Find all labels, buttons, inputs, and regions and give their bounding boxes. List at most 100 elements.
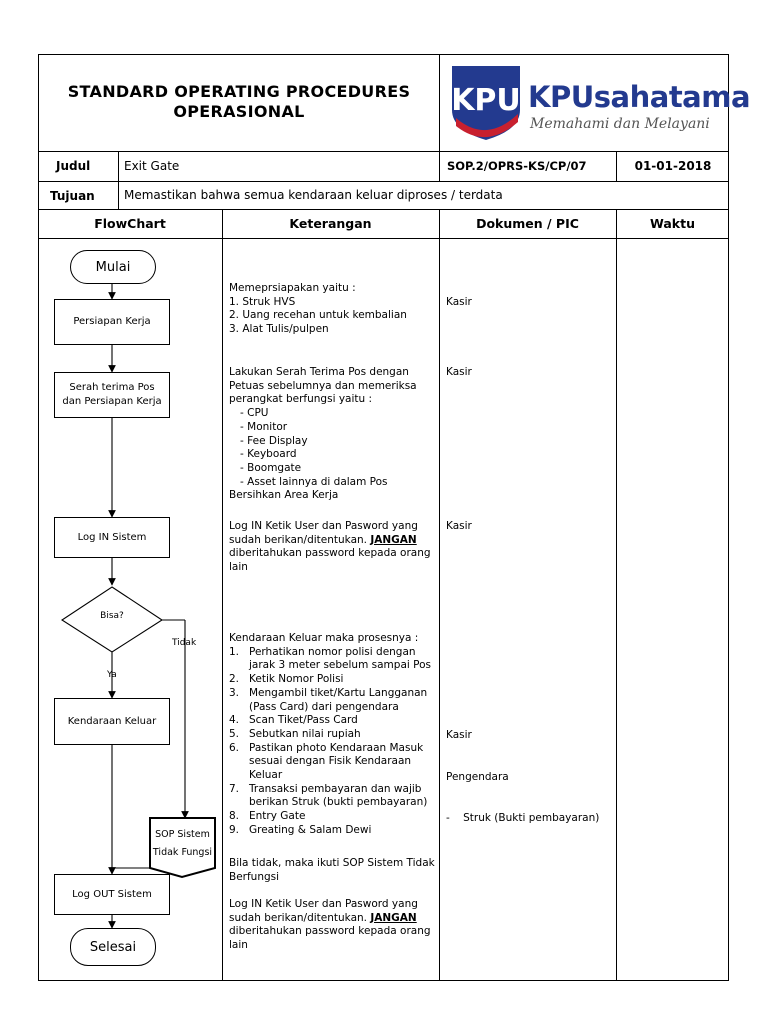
col-header-keterangan: Keterangan <box>289 216 372 231</box>
ket-s4-item-number: 5. <box>229 727 240 740</box>
judul-label: Judul <box>56 159 91 173</box>
judul-value: Exit Gate <box>124 159 180 173</box>
ket-s4-item-line: Perhatikan nomor polisi dengan <box>249 645 416 658</box>
decision-label: Bisa? <box>100 611 124 621</box>
row-divider <box>38 209 729 210</box>
ket-s4-item-line: Scan Tiket/Pass Card <box>249 714 358 727</box>
ket-s2-item: - Asset lainnya di dalam Pos <box>240 475 388 488</box>
ket-s4-item-number: 7. <box>229 782 240 795</box>
ket-s4-item: 2. Ketik Nomor Polisi <box>229 673 431 687</box>
ket-s6-line-4: lain <box>229 939 248 952</box>
ket-step-2: Lakukan Serah Terima Pos dengan Petuas s… <box>229 366 417 503</box>
ket-s4-item-number: 4. <box>229 714 240 727</box>
ket-s4-item-number: 8. <box>229 810 240 823</box>
ket-s2-item: - Boomgate <box>240 461 302 474</box>
flow-step-kendaraan-keluar: Kendaraan Keluar <box>54 698 170 745</box>
document-title: STANDARD OPERATING PROCEDURES OPERASIONA… <box>40 82 438 122</box>
title-line-2: OPERASIONAL <box>173 102 305 121</box>
ket-s4-item-line: Ketik Nomor Polisi <box>249 673 344 686</box>
col-header-waktu: Waktu <box>650 216 695 231</box>
ket-s4-item-number: 3. <box>229 686 240 699</box>
sop-table-frame <box>38 54 729 981</box>
sop-connector-label: SOP Sistem Tidak Fungsi <box>150 826 215 862</box>
ket-s2-item: - Monitor <box>240 420 288 433</box>
ket-s6-line-2: sudah berikan/ditentukan. JANGAN <box>229 911 417 924</box>
ket-step-1: Memeprsiapakan yaitu : 1. Struk HVS 2. U… <box>229 282 407 337</box>
ket-s2-item: - Keyboard <box>240 448 297 461</box>
ket-s2-tail: Bersihkan Area Kerja <box>229 489 339 502</box>
ket-s5-line-1: Bila tidak, maka ikuti SOP Sistem Tidak <box>229 857 435 869</box>
ket-s4-item-number: 2. <box>229 673 240 686</box>
row-divider <box>38 238 729 239</box>
col-divider <box>439 54 440 181</box>
ket-s1-item: 2. Uang recehan untuk kembalian <box>229 309 407 322</box>
flow-step-login: Log IN Sistem <box>54 517 170 558</box>
serah-line-1: Serah terima Pos <box>69 382 155 393</box>
sop-code: SOP.2/OPRS-KS/CP/07 <box>447 159 587 173</box>
kpu-logo-mark: KPU <box>451 66 521 140</box>
branch-label-ya: Ya <box>107 670 117 680</box>
ket-step-6: Log IN Ketik User dan Pasword yang sudah… <box>229 898 431 953</box>
ket-s4-item: 3.Mengambil tiket/Kartu Langganan(Pass C… <box>229 687 431 714</box>
ket-s4-item-line: Keluar <box>249 769 283 782</box>
logo-tagline: Memahami dan Melayani <box>530 116 710 132</box>
ket-s4-item-line: Transaksi pembayaran dan wajib <box>249 782 422 795</box>
ket-s3-line-1: Log IN Ketik User dan Pasword yang <box>229 520 418 532</box>
ket-s2-line: perangkat berfungsi yaitu : <box>229 393 373 406</box>
pic-s4-line-3: - Struk (Bukti pembayaran) <box>446 811 600 824</box>
ket-s6-line-1: Log IN Ketik User dan Pasword yang <box>229 898 418 910</box>
ket-s4-item-line: Mengambil tiket/Kartu Langganan <box>249 686 428 699</box>
ket-step-3: Log IN Ketik User dan Pasword yang sudah… <box>229 520 431 575</box>
ket-s3-line-4: lain <box>229 561 248 574</box>
sop-label-line-2: Tidak Fungsi <box>152 847 213 858</box>
branch-label-tidak: Tidak <box>172 638 197 648</box>
ket-s4-item-line: Pastikan photo Kendaraan Masuk <box>249 741 424 754</box>
ket-s4-item-line: Entry Gate <box>249 810 306 823</box>
ket-s4-item: 8. Entry Gate <box>229 810 431 824</box>
col-divider <box>222 209 223 981</box>
ket-s4-item-line: sesuai dengan Fisik Kendaraan <box>249 755 412 768</box>
logo-brand: KPUsahatama <box>528 80 751 114</box>
ket-s1-item: 3. Alat Tulis/pulpen <box>229 323 329 336</box>
sop-label-line-1: SOP Sistem <box>155 829 210 840</box>
sop-offpage-connector <box>149 817 216 879</box>
col-header-dokumen: Dokumen / PIC <box>476 216 579 231</box>
row-divider <box>38 151 729 152</box>
pic-step-2: Kasir <box>446 366 472 378</box>
ket-s1-head: Memeprsiapakan yaitu : <box>229 282 356 294</box>
ket-s6-warning: JANGAN <box>370 911 417 924</box>
decision-diamond <box>60 586 164 653</box>
flow-step-persiapan: Persiapan Kerja <box>54 299 170 345</box>
ket-s4-head: Kendaraan Keluar maka prosesnya : <box>229 632 419 644</box>
flow-step-logout: Log OUT Sistem <box>54 874 170 915</box>
ket-s2-line: Lakukan Serah Terima Pos dengan <box>229 366 409 378</box>
ket-s6-line-3: diberitahukan password kepada orang <box>229 925 431 938</box>
ket-s5-line-2: Berfungsi <box>229 870 280 883</box>
flowchart-connectors <box>60 284 216 929</box>
flow-end-terminal: Selesai <box>70 928 156 966</box>
serah-line-2: dan Persiapan Kerja <box>62 396 162 407</box>
ket-step-4: Kendaraan Keluar maka prosesnya : 1.Perh… <box>229 632 431 838</box>
pic-s4-line-2: Pengendara <box>446 770 509 783</box>
ket-s4-item-number: 6. <box>229 741 240 754</box>
ket-s2-item: - CPU <box>240 407 269 420</box>
ket-s4-item: 4. Scan Tiket/Pass Card <box>229 714 431 728</box>
ket-s3-line-3: diberitahukan password kepada orang <box>229 547 431 560</box>
pic-step-1: Kasir <box>446 296 472 308</box>
col-divider <box>118 151 119 209</box>
ket-s1-item: 1. Struk HVS <box>229 295 296 308</box>
col-divider <box>616 209 617 981</box>
pic-step-4: Kasir Pengendara - Struk (Bukti pembayar… <box>446 702 599 839</box>
ket-s4-item-line: jarak 3 meter sebelum sampai Pos <box>249 659 431 672</box>
flow-step-serah-terima: Serah terima Pos dan Persiapan Kerja <box>54 372 170 418</box>
ket-s4-item: 5.Sebutkan nilai rupiah <box>229 728 431 742</box>
pic-s4-line-1: Kasir <box>446 729 472 742</box>
title-line-1: STANDARD OPERATING PROCEDURES <box>67 82 411 101</box>
ket-s2-item: - Fee Display <box>240 434 308 447</box>
ket-s4-item-number: 9. <box>229 823 240 836</box>
ket-step-5: Bila tidak, maka ikuti SOP Sistem Tidak … <box>229 857 435 884</box>
